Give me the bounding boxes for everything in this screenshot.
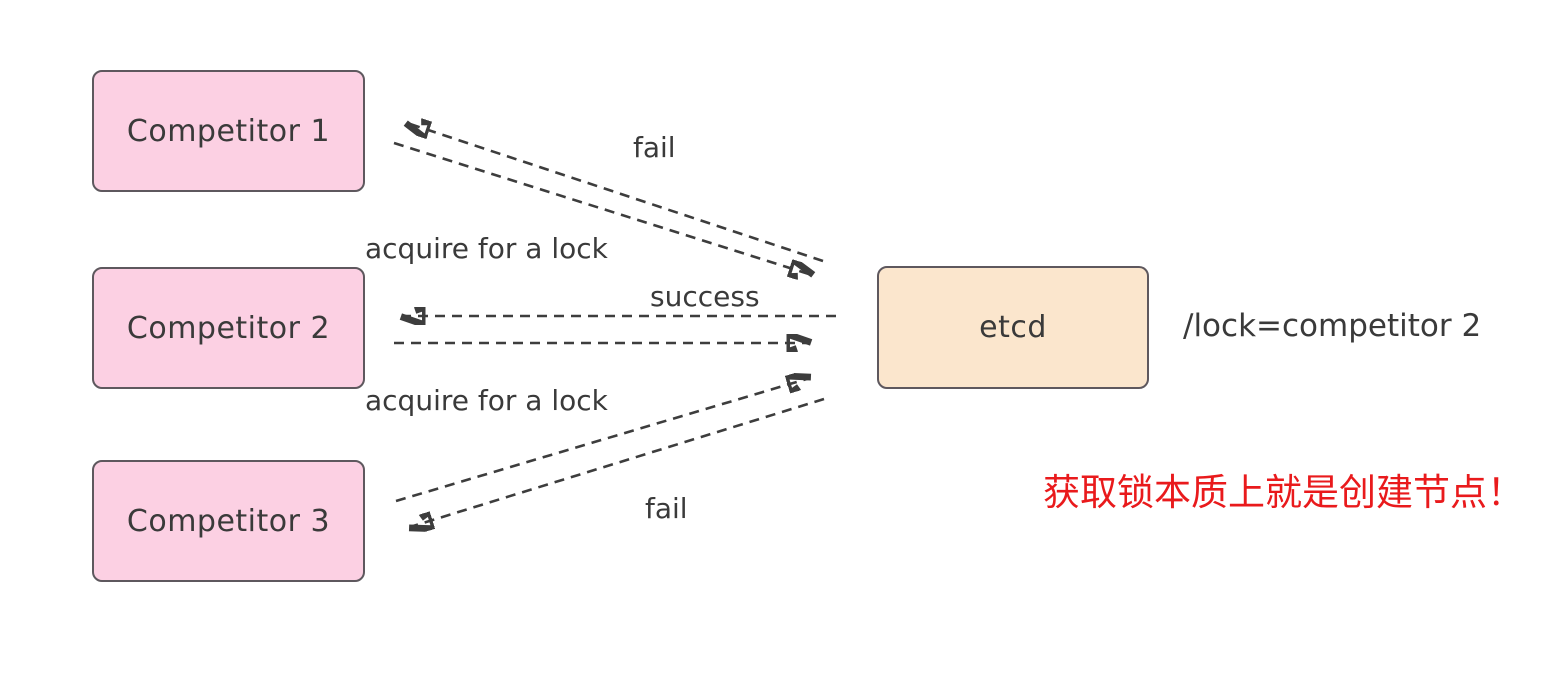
lock-key-value-text: /lock=competitor 2 <box>1183 308 1482 344</box>
edge-label-acquire-top: acquire for a lock <box>365 232 608 265</box>
node-competitor-3-label: Competitor 3 <box>126 503 331 539</box>
edge-label-success: success <box>650 280 760 313</box>
arrow-competitor1-to-etcd <box>393 141 812 275</box>
node-etcd-label: etcd <box>979 310 1047 345</box>
node-competitor-1: Competitor 1 <box>92 70 365 192</box>
arrow-competitor3-to-etcd <box>395 378 810 503</box>
arrow-etcd-to-competitor3-fail <box>410 397 825 527</box>
arrow-etcd-to-competitor1-fail <box>407 123 824 263</box>
node-etcd: etcd <box>877 266 1149 389</box>
edge-label-acquire-bottom: acquire for a lock <box>365 384 608 417</box>
node-competitor-1-label: Competitor 1 <box>126 113 331 149</box>
node-competitor-2-label: Competitor 2 <box>126 310 331 346</box>
edge-label-fail-top: fail <box>633 131 676 164</box>
node-competitor-2: Competitor 2 <box>92 267 365 389</box>
red-note-chinese: 获取锁本质上就是创建节点！ <box>1043 471 1524 514</box>
edge-label-fail-bottom: fail <box>645 492 688 525</box>
node-competitor-3: Competitor 3 <box>92 460 365 582</box>
